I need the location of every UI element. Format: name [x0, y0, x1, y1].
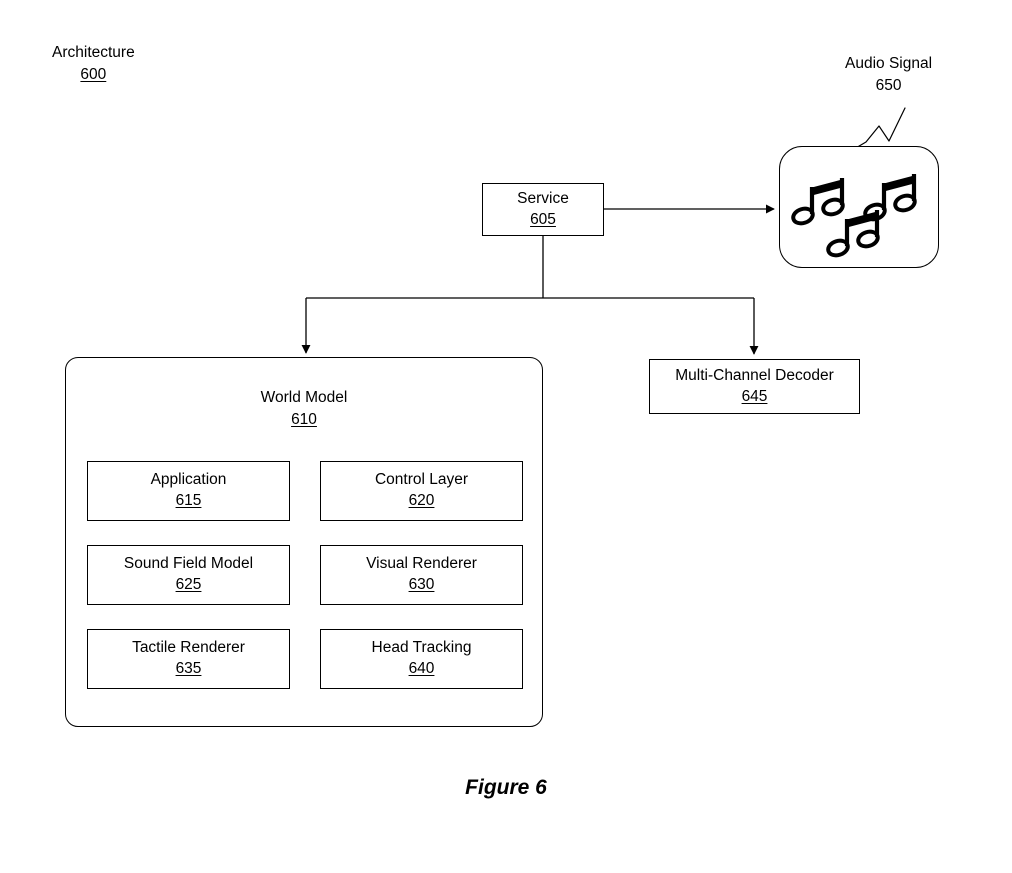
figure-caption: Figure 6	[465, 776, 547, 799]
component-box-application[interactable]: Application 615	[87, 461, 290, 521]
world-model-title: World Model	[260, 389, 348, 406]
component-title: Application	[150, 471, 227, 489]
component-ref: 615	[175, 492, 202, 509]
architecture-ref: 600	[80, 66, 107, 84]
world-model-row: Application 615 Control Layer 620	[87, 461, 523, 521]
service-box[interactable]: Service 605	[482, 183, 604, 236]
component-box-head-tracking[interactable]: Head Tracking 640	[320, 629, 523, 689]
component-title: Control Layer	[374, 471, 469, 489]
multi-channel-decoder-box[interactable]: Multi-Channel Decoder 645	[649, 359, 860, 414]
component-box-tactile-renderer[interactable]: Tactile Renderer 635	[87, 629, 290, 689]
music-note-pair-3	[826, 210, 880, 258]
audio-signal-ref: 650	[875, 77, 902, 95]
component-title: Head Tracking	[371, 639, 472, 657]
decoder-box-title: Multi-Channel Decoder	[675, 366, 834, 384]
world-model-heading: World Model 610	[66, 387, 542, 432]
music-notes-icon	[791, 174, 917, 258]
component-title: Tactile Renderer	[132, 639, 245, 657]
service-box-ref: 605	[530, 210, 556, 228]
audio-signal-icon-container	[779, 146, 939, 268]
architecture-label: Architecture 600	[52, 42, 135, 87]
world-model-container[interactable]: World Model 610 Application 615 Control …	[65, 357, 543, 727]
component-ref: 640	[408, 660, 435, 677]
component-box-control-layer[interactable]: Control Layer 620	[320, 461, 523, 521]
music-note-pair-1	[791, 178, 845, 226]
component-box-visual-renderer[interactable]: Visual Renderer 630	[320, 545, 523, 605]
world-model-row: Sound Field Model 625 Visual Renderer 63…	[87, 545, 523, 605]
component-box-sound-field-model[interactable]: Sound Field Model 625	[87, 545, 290, 605]
world-model-row: Tactile Renderer 635 Head Tracking 640	[87, 629, 523, 689]
component-title: Sound Field Model	[123, 555, 254, 573]
world-model-ref: 610	[291, 411, 317, 429]
component-ref: 625	[175, 576, 202, 593]
audio-signal-title: Audio Signal	[845, 55, 933, 72]
world-model-component-grid: Application 615 Control Layer 620 Sound …	[87, 461, 523, 689]
component-ref: 630	[408, 576, 435, 593]
component-ref: 635	[175, 660, 202, 677]
component-ref: 620	[408, 492, 435, 509]
audio-signal-label: Audio Signal 650	[845, 53, 932, 98]
service-box-title: Service	[517, 189, 569, 207]
component-title: Visual Renderer	[366, 555, 477, 573]
architecture-title: Architecture	[52, 44, 135, 61]
decoder-box-ref: 645	[741, 387, 768, 405]
